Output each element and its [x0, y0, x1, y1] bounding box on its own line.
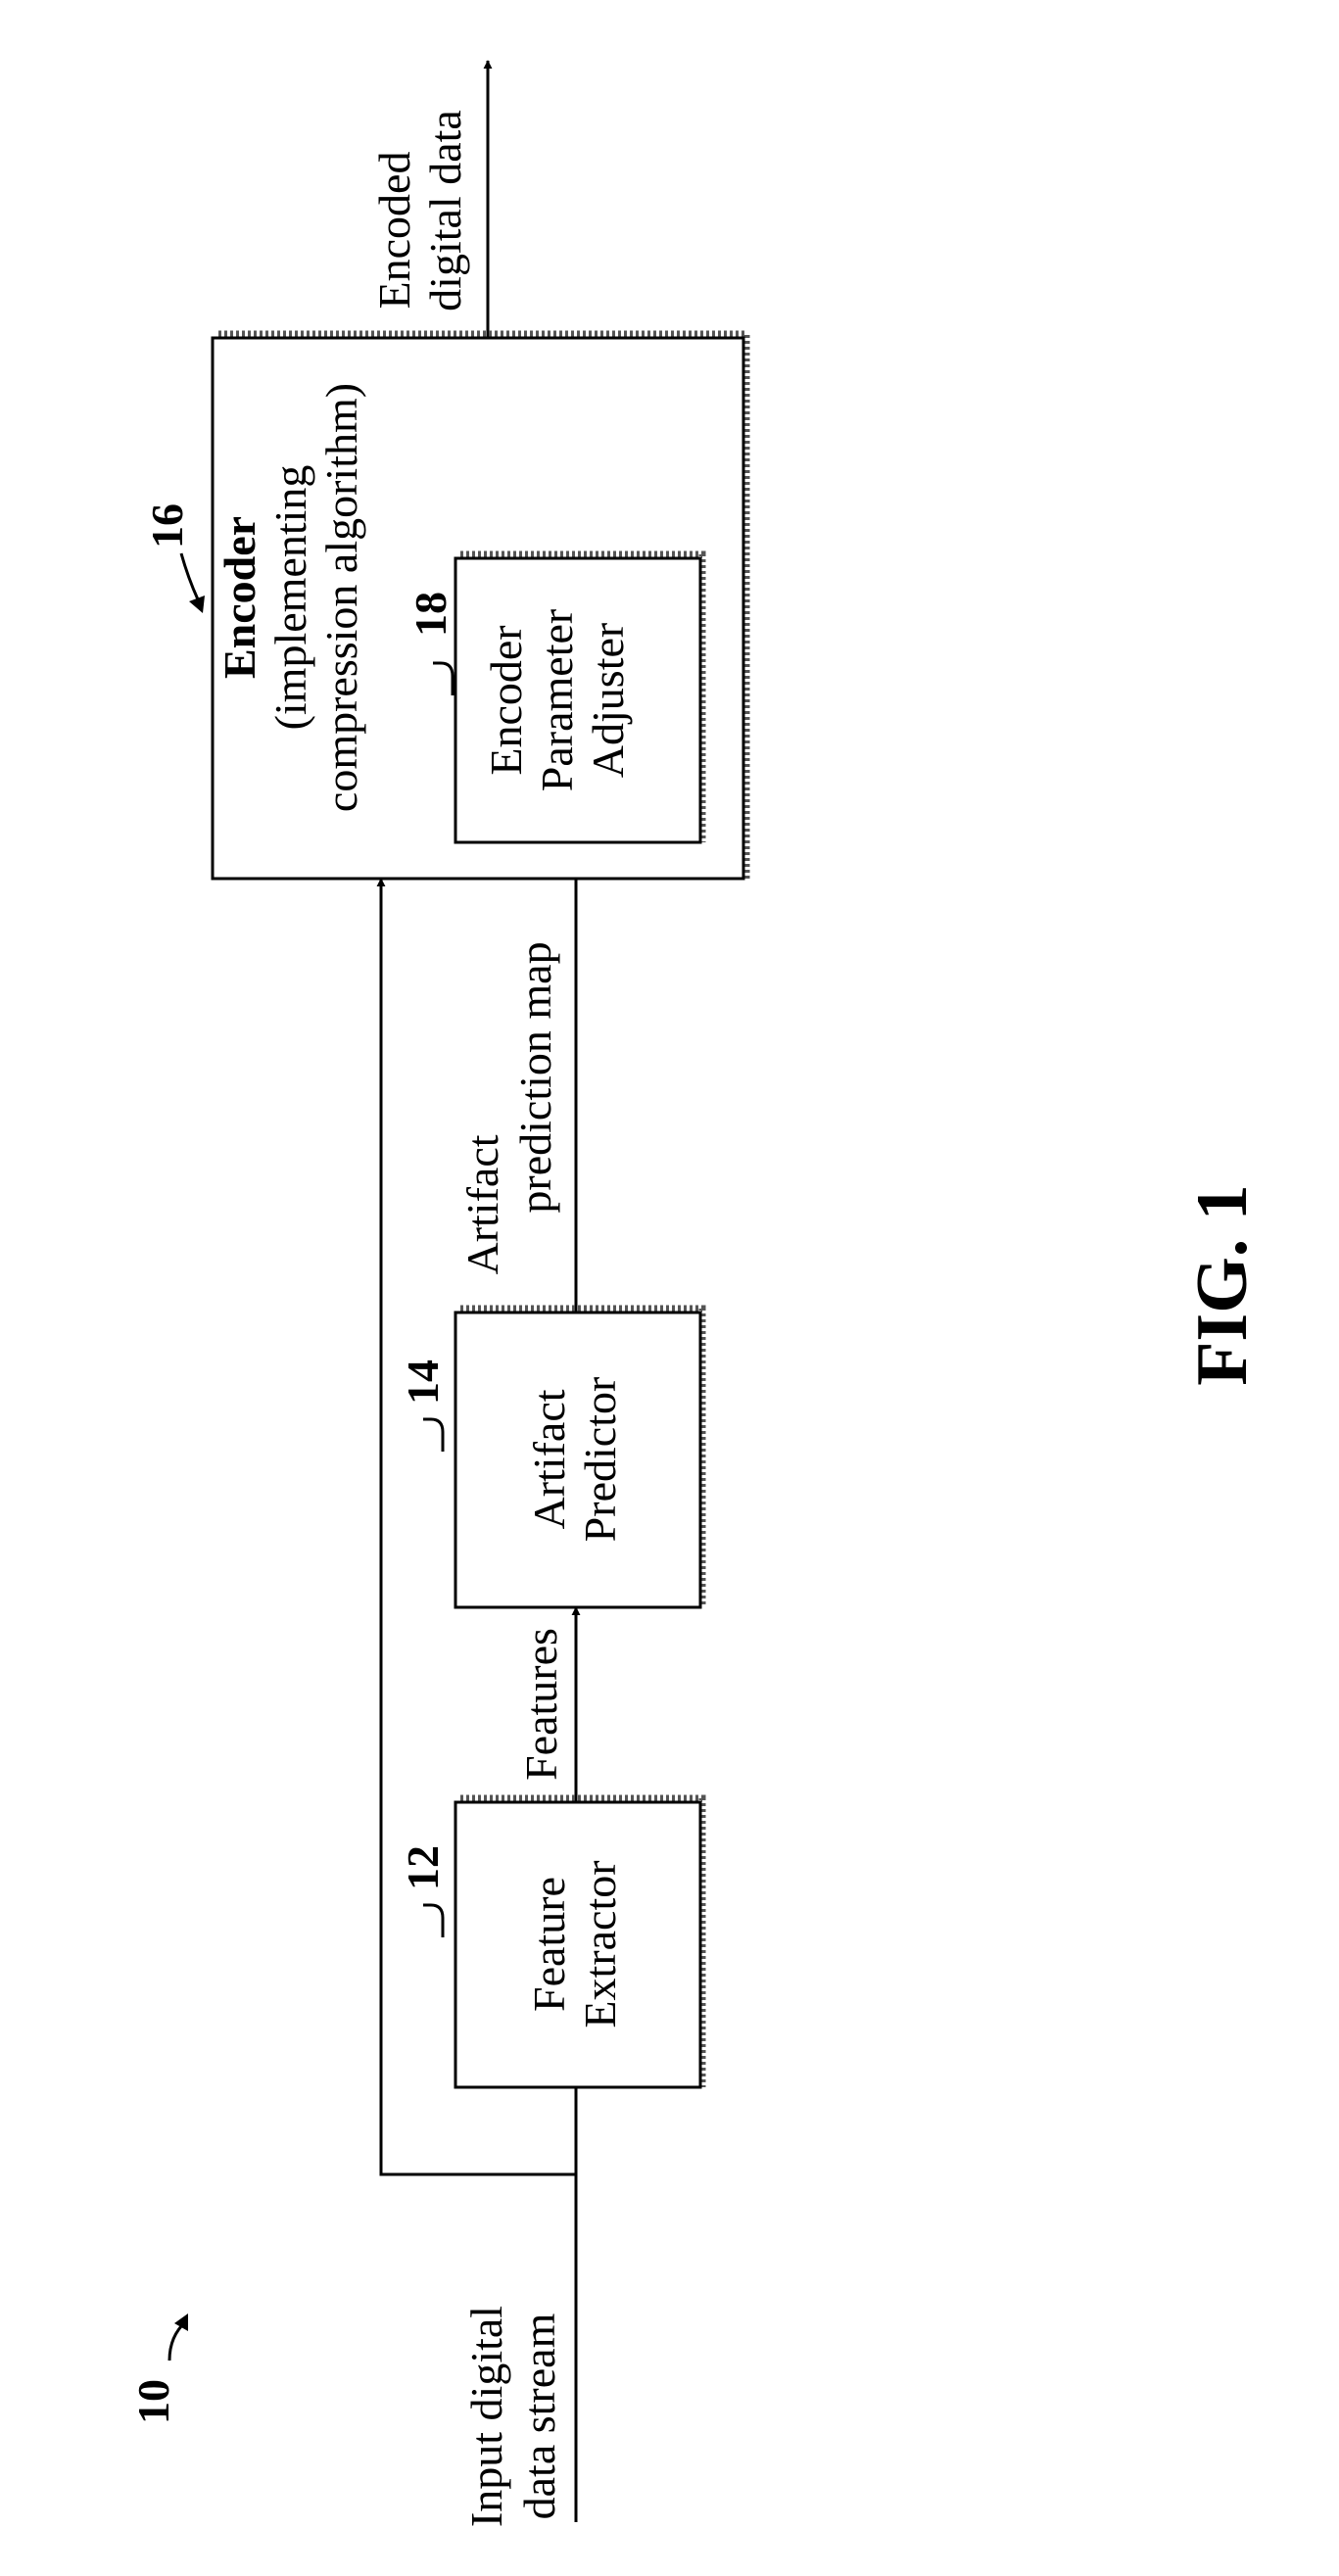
adjuster-label-line3: Adjuster — [583, 623, 633, 778]
encoder-title: Encoder — [215, 516, 264, 679]
adjuster-label-line2: Parameter — [532, 609, 582, 791]
input-label-line2: data stream — [514, 2313, 564, 2519]
feature-extractor-label-line1: Feature — [524, 1877, 574, 2012]
artifact-map-label-line1: Artifact — [457, 1134, 507, 1274]
encoder-subtitle-line1: (implementing — [265, 465, 315, 731]
ref-16-leader — [181, 553, 198, 599]
adjuster-ref: 18 — [406, 592, 455, 637]
feature-extractor-label-line2: Extractor — [575, 1860, 625, 2027]
system-reference-number: 10 — [128, 2379, 178, 2424]
feature-extractor-ref: 12 — [398, 1845, 448, 1890]
artifact-map-label-line2: prediction map — [510, 941, 560, 1213]
output-label-line2: digital data — [420, 110, 470, 311]
ref-12-leader — [423, 1905, 443, 1937]
artifact-predictor-ref: 14 — [398, 1360, 448, 1405]
input-label-line1: Input digital — [461, 2306, 511, 2527]
adjuster-label-line1: Encoder — [481, 625, 531, 775]
artifact-predictor-label-line1: Artifact — [524, 1389, 574, 1529]
features-label: Features — [516, 1628, 566, 1781]
artifact-predictor-label-line2: Predictor — [575, 1377, 625, 1543]
ref-14-leader — [423, 1419, 443, 1452]
output-label-line1: Encoded — [369, 152, 419, 310]
encoder-subtitle-line2: compression algorithm) — [316, 383, 366, 812]
encoder-ref: 16 — [142, 503, 192, 549]
figure-label: FIG. 1 — [1182, 1184, 1263, 1386]
